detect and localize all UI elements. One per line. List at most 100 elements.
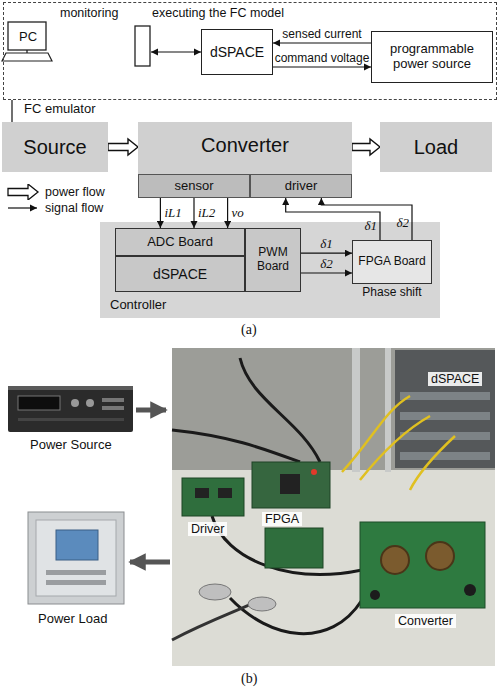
rack-strip (400, 392, 490, 400)
legend-sample (6, 184, 40, 200)
subfigure-label: (a) (241, 322, 257, 338)
power-flow-arrow (352, 139, 380, 155)
capacitor (370, 590, 380, 600)
power-load-image (28, 512, 124, 604)
block-box: Source (2, 122, 108, 172)
signal-arrow (301, 272, 352, 273)
rack-strip (400, 432, 490, 440)
inductor (381, 546, 409, 574)
board-box: PWM Board (245, 228, 301, 292)
block-box: sensor driver Converter (138, 122, 352, 198)
power-source-knob (71, 399, 79, 407)
signal-arrow (11, 100, 12, 122)
signal-arrow (301, 253, 352, 254)
node-caption: Phase shift (362, 286, 421, 300)
yellow-cable (410, 436, 455, 490)
controller-region: ADC BoarddSPACEPWM BoardFPGA BoardPhase … (100, 222, 440, 318)
driver-board (182, 478, 244, 516)
black-cable (240, 358, 320, 462)
sub-block: sensor (138, 174, 250, 198)
node-label: Source (23, 136, 86, 159)
signal-label: δ2 (396, 215, 409, 229)
legend-text: signal flow (45, 201, 103, 215)
process-box: dSPACE (201, 29, 273, 75)
power-flow-arrow (108, 139, 138, 155)
power-load-buttons (46, 570, 106, 575)
flow-arrow (136, 408, 166, 413)
photo-callout: Driver (188, 522, 227, 536)
node-label: sensor (174, 179, 213, 194)
signal-label: sensed current (282, 28, 361, 41)
fpga-chip (280, 474, 300, 494)
block-box: Load (380, 122, 492, 172)
black-cable (172, 600, 260, 640)
node-label: Load (414, 136, 459, 159)
current-probe (248, 597, 276, 611)
legend: power flow signal flow (6, 184, 105, 216)
photo-callout: Converter (395, 614, 456, 628)
signal-arrow (321, 198, 412, 240)
rack-strip (400, 412, 490, 420)
dspace-rack (395, 350, 495, 468)
legend-text: power flow (45, 185, 105, 199)
annotation-label: executing the FC model (152, 6, 284, 20)
power-load-panel (36, 520, 116, 596)
signal-label: δ2 (320, 257, 333, 271)
legend-arrow (8, 184, 38, 200)
power-source-button (102, 398, 124, 402)
small-board (265, 528, 323, 568)
node-label: Converter (201, 134, 289, 157)
signal-label: iL2 (198, 206, 215, 220)
signal-arrow (227, 198, 228, 228)
node-label: driver (285, 179, 318, 194)
node-label: programmable power source (376, 42, 488, 72)
signal-arrow (273, 66, 371, 67)
signal-arrow (193, 198, 194, 228)
power-source-button (102, 406, 124, 410)
node-label: FPGA Board (358, 255, 425, 269)
pc-keyboard (2, 53, 52, 61)
power-load-buttons (46, 580, 106, 585)
power-source-top (8, 386, 133, 390)
signal-arrow (273, 42, 371, 43)
legend-sample (6, 200, 40, 216)
signal-arrow (151, 51, 201, 52)
signal-arrow (160, 198, 161, 228)
board-box: ADC Board (115, 228, 245, 256)
power-source-display (18, 396, 60, 410)
signal-label: iL1 (164, 206, 181, 220)
current-probe (199, 584, 231, 600)
photo-callout: FPGA (262, 512, 302, 526)
signal-label: δ1 (364, 219, 377, 233)
power-source-image (8, 386, 133, 432)
subfigure-label: (b) (241, 671, 257, 687)
node-label: PWM Board (250, 246, 296, 274)
sub-block: driver (250, 174, 352, 198)
legend-row: signal flow (6, 200, 105, 216)
node-label: dSPACE (210, 44, 264, 60)
legend-arrow (8, 207, 37, 208)
led (311, 469, 317, 475)
black-cable (230, 598, 362, 634)
node-label: FC emulator (24, 102, 96, 117)
black-cable (172, 430, 300, 462)
fpga-board (252, 462, 330, 508)
power-source-vent (18, 418, 124, 421)
power-source-knob (86, 399, 94, 407)
pc-tower (135, 26, 150, 66)
signal-label: vo (232, 206, 244, 220)
yellow-cable (360, 416, 430, 480)
photo-background (172, 348, 495, 666)
chip (218, 488, 232, 498)
workbench (172, 470, 495, 666)
photo-callout: dSPACE (428, 372, 482, 386)
capacitor (464, 584, 476, 596)
annotation-label: Power Source (30, 438, 112, 453)
annotation-label: monitoring (60, 6, 118, 20)
flow-arrow (130, 560, 170, 565)
process-box: programmable power source (371, 31, 493, 83)
annotation-label: Power Load (38, 612, 107, 627)
chip (195, 488, 209, 498)
board-box: FPGA BoardPhase shift (352, 240, 432, 284)
pc-monitor (8, 22, 46, 50)
